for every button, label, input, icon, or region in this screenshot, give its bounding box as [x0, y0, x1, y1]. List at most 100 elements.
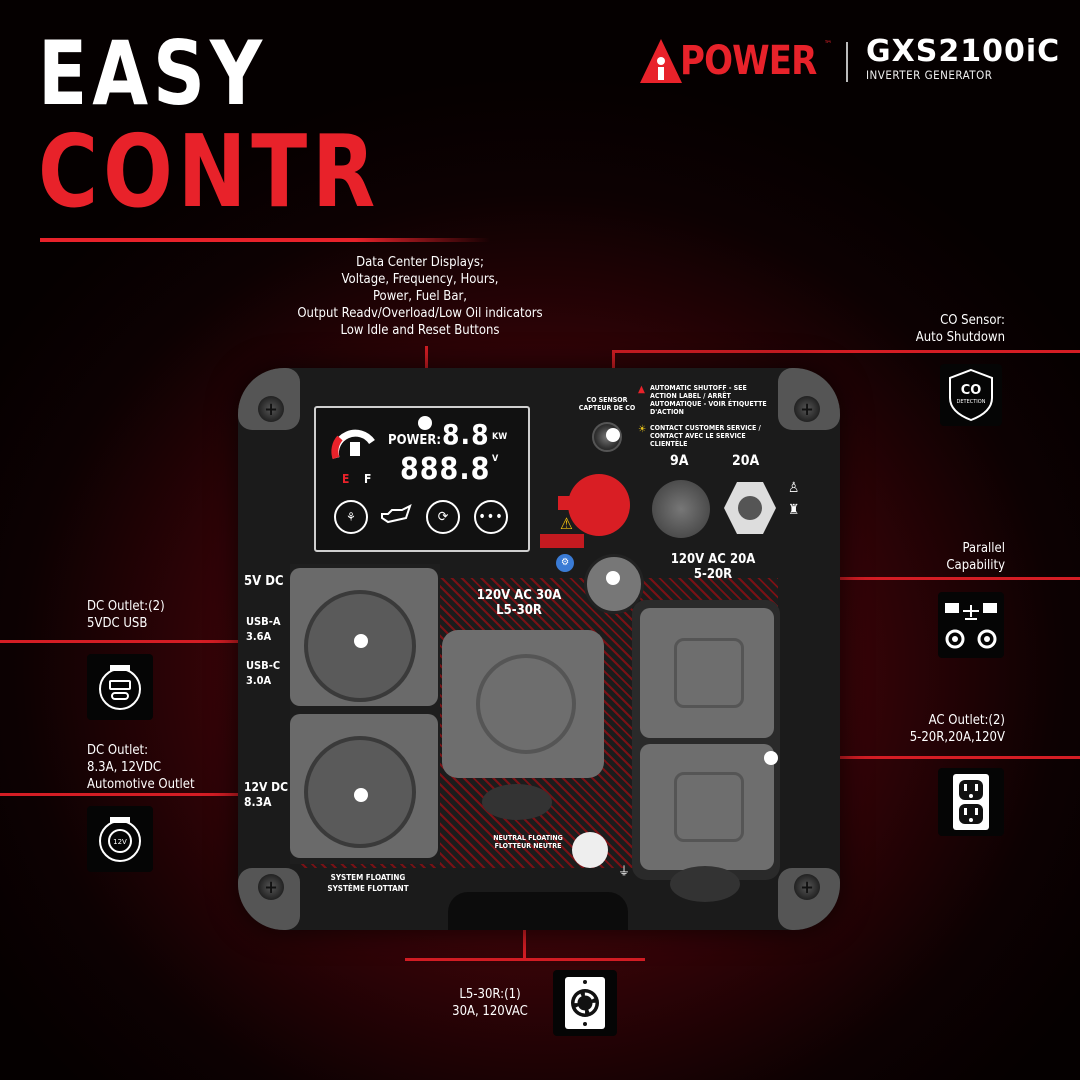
callout-text: Auto Shutdown — [915, 330, 1005, 345]
co-warning-text: AUTOMATIC SHUTOFF - SEE ACTION LABEL / A… — [650, 384, 790, 416]
l530-cover-latch — [482, 784, 552, 820]
ground-terminal[interactable] — [572, 832, 608, 868]
callout-text: Automotive Outlet — [87, 777, 195, 792]
breaker-20a-button[interactable] — [724, 482, 776, 534]
label-text: NEUTRAL FLOATING — [493, 834, 563, 842]
callout-co-sensor: CO Sensor: Auto Shutdown — [870, 312, 1005, 346]
usb-outlet-badge — [87, 654, 153, 720]
parallel-kit-badge — [938, 592, 1004, 658]
reset-button[interactable]: ⟳ — [426, 500, 460, 534]
ac-outlet-badge — [938, 768, 1004, 836]
label-text: AUTOMATIC SHUTOFF - SEE — [650, 384, 747, 392]
co-sensor-label: CO SENSOR CAPTEUR DE CO — [574, 396, 640, 412]
callout-text: L5-30R:(1) — [459, 987, 521, 1002]
ac-outlet-cover-upper[interactable] — [640, 608, 774, 738]
leader-dot — [606, 571, 620, 585]
fuel-full-label: F — [364, 472, 372, 486]
dc12-label: 12V DC 8.3A — [244, 780, 288, 810]
label-text: 120V AC 30A — [476, 588, 562, 603]
more-button[interactable]: ••• — [474, 500, 508, 534]
leader-dot — [354, 788, 368, 802]
brand-separator — [846, 42, 848, 82]
callout-text: Low Idle and Reset Buttons — [340, 323, 500, 338]
breaker-9a-label: 9A — [670, 453, 689, 469]
ac-outlet-cover-lower[interactable] — [640, 744, 774, 870]
power-unit: KW — [492, 432, 508, 442]
label-text: CONTACT CUSTOMER SERVICE / — [650, 424, 761, 432]
warning-icon: ▲ — [638, 384, 645, 395]
system-floating-label: SYSTEM FLOATING SYSTÈME FLOTTANT — [308, 872, 428, 894]
svg-text:DETECTION: DETECTION — [957, 399, 986, 405]
label-text: USB-A — [246, 615, 281, 628]
callout-dc-auto: DC Outlet: 8.3A, 12VDC Automotive Outlet — [87, 742, 237, 793]
auto-outlet-badge: 12V — [87, 806, 153, 872]
leader-line — [0, 793, 362, 796]
callout-text: Voltage, Frequency, Hours, — [341, 272, 499, 287]
callout-text: DC Outlet:(2) — [87, 599, 165, 614]
usba-label: USB-A 3.6A — [246, 614, 280, 644]
label-text: USB-C — [246, 659, 281, 672]
headline-line-2: CONTR — [38, 113, 381, 230]
12v-socket-cover[interactable] — [290, 714, 438, 858]
label-text: FLOTTEUR NEUTRE — [494, 842, 562, 850]
model-subtitle: INVERTER GENERATOR — [866, 68, 993, 82]
ac-cover-latch — [670, 866, 740, 902]
caution-icon: ☀ — [638, 424, 647, 435]
label-text: 12V DC — [244, 780, 289, 794]
callout-data-center: Data Center Displays; Voltage, Frequency… — [280, 254, 560, 339]
screw-icon: + — [258, 396, 284, 422]
headline-underline — [40, 238, 490, 242]
callout-parallel: Parallel Capability — [880, 540, 1005, 574]
low-idle-button[interactable]: ⚘ — [334, 500, 368, 534]
headline-line-1: EASY — [38, 22, 268, 125]
twistlock-outlet-icon — [565, 977, 605, 1029]
callout-text: AC Outlet:(2) — [928, 713, 1005, 728]
ground-icon: ⏚ — [618, 864, 631, 878]
leader-line — [405, 958, 645, 961]
leader-line — [612, 577, 1080, 580]
brand-logo: POWER ™ — [640, 38, 841, 84]
oil-can-icon — [381, 504, 412, 524]
callout-dc-usb: DC Outlet:(2) 5VDC USB — [87, 598, 237, 632]
label-text: 5-20R — [693, 567, 733, 582]
leader-line — [770, 756, 1080, 759]
callout-ac-outlet: AC Outlet:(2) 5-20R,20A,120V — [880, 712, 1005, 746]
data-center-display: E F POWER: 8.8 KW 888.8 V ⚘ ⟳ ••• — [314, 406, 530, 552]
leader-line — [612, 350, 1080, 353]
l530-outlet-cover[interactable] — [442, 630, 604, 778]
callout-text: CO Sensor: — [940, 313, 1005, 328]
label-text: SYSTÈME FLOTTANT — [327, 884, 409, 893]
label-text: CLIENTÈLE — [650, 440, 688, 448]
label-text: SYSTEM FLOATING — [330, 873, 406, 882]
duplex-outlet-icon — [953, 774, 989, 830]
label-text: L5-30R — [496, 603, 542, 618]
l530-outlet-badge — [553, 970, 617, 1036]
choke-icon — [540, 534, 584, 548]
label-text: CAPTEUR DE CO — [578, 404, 636, 412]
label-text: ACTION LABEL / ARRÊT — [650, 392, 731, 400]
breaker-9a-button[interactable] — [652, 480, 710, 538]
car-socket-icon: 12V — [99, 817, 141, 862]
label-text: 3.0A — [246, 674, 272, 687]
ipower-logo-icon — [640, 39, 682, 83]
dc5-label: 5V DC — [244, 574, 284, 589]
callout-text: DC Outlet: — [87, 743, 149, 758]
callout-text: Output Readv/Overload/Low Oil indicators — [297, 306, 543, 321]
service-warning-text: CONTACT CUSTOMER SERVICE / CONTACT AVEC … — [650, 424, 790, 448]
eco-throttle-icon: ♙ — [788, 480, 800, 496]
caution-icon: ⚠ — [560, 514, 573, 533]
parallel-icon — [945, 603, 997, 649]
label-text: 8.3A — [244, 795, 272, 809]
leader-dot — [354, 634, 368, 648]
power-label: POWER: — [388, 433, 442, 448]
fuel-valve-handle — [558, 496, 586, 510]
callout-text: 30A, 120VAC — [452, 1004, 528, 1019]
power-value: 8.8 — [442, 418, 490, 451]
leader-dot — [764, 751, 778, 765]
co-shield-icon: CO DETECTION — [949, 368, 993, 422]
label-text: CO SENSOR — [586, 396, 628, 404]
model-name: GXS2100iC — [866, 34, 1061, 69]
choke-info-icon: ⚙ — [556, 554, 574, 572]
screw-icon: + — [258, 874, 284, 900]
screw-icon: + — [794, 874, 820, 900]
